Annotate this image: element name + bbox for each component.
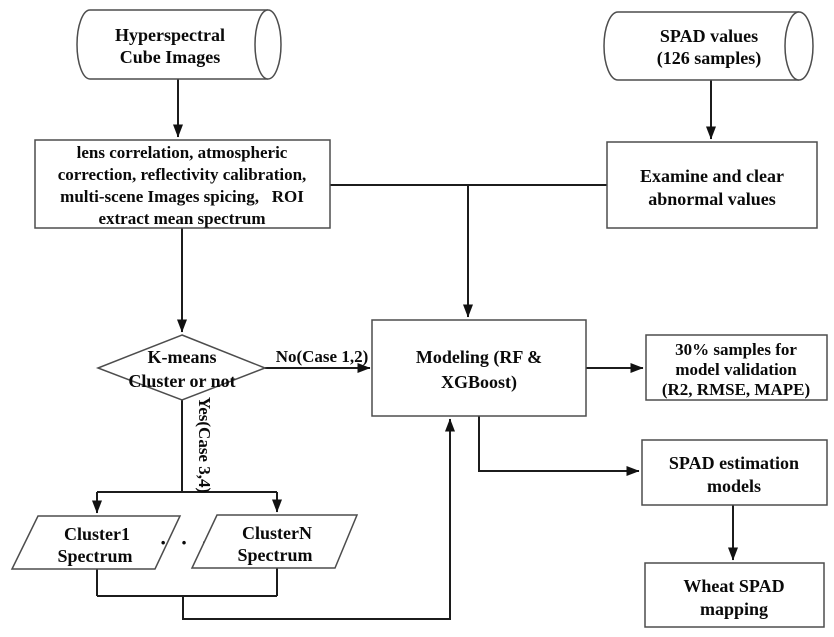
validation-line1: 30% samples for xyxy=(675,340,797,359)
clusterN-parallelogram xyxy=(190,514,359,569)
yes-branch-label: Yes(Case 3,4) xyxy=(195,397,214,493)
modeling-line1: Modeling (RF & xyxy=(416,347,542,368)
node-modeling: Modeling (RF & XGBoost) xyxy=(371,319,587,417)
cluster1-line2: Spectrum xyxy=(58,546,133,566)
validation-box xyxy=(645,334,828,401)
clusterN-line1: ClusterN xyxy=(242,523,312,543)
wheat-mapping-box xyxy=(644,562,825,628)
spad-cylinder-body xyxy=(603,11,799,81)
modeling-box xyxy=(371,319,587,417)
node-spad-values: SPAD values (126 samples) xyxy=(603,11,814,81)
estimation-line2: models xyxy=(707,476,761,496)
kmeans-line1: K-means xyxy=(148,347,217,367)
kmeans-diamond xyxy=(95,334,268,401)
preprocessing-box xyxy=(34,139,331,229)
spad-label-line1: SPAD values xyxy=(660,26,758,46)
edge-modeling-to-estimation xyxy=(478,416,640,476)
node-cluster1: Cluster1 Spectrum xyxy=(10,515,182,570)
preprocessing-line3: multi-scene Images spicing, ROI xyxy=(60,187,304,206)
spad-cylinder-cap xyxy=(784,11,814,81)
examine-line2: abnormal values xyxy=(648,189,776,209)
wheat-mapping-line1: Wheat SPAD xyxy=(683,576,784,596)
hyperspectral-label-line2: Cube Images xyxy=(120,47,221,67)
node-clusterN: ClusterN Spectrum xyxy=(190,514,359,569)
preprocessing-line2: correction, reflectivity calibration, xyxy=(58,165,307,184)
preprocessing-line1: lens correlation, atmospheric xyxy=(77,143,288,162)
no-branch-label: No(Case 1,2) xyxy=(276,347,369,366)
node-hyperspectral-cube: Hyperspectral Cube Images xyxy=(76,9,282,80)
node-preprocessing: lens correlation, atmospheric correction… xyxy=(34,139,331,229)
hyperspectral-cylinder-cap xyxy=(254,9,282,80)
validation-line2: model validation xyxy=(675,360,797,379)
cluster1-parallelogram xyxy=(10,515,182,570)
node-wheat-mapping: Wheat SPAD mapping xyxy=(644,562,825,628)
cluster1-line1: Cluster1 xyxy=(64,524,130,544)
hyperspectral-cylinder-body xyxy=(76,9,268,80)
hyperspectral-label-line1: Hyperspectral xyxy=(115,25,225,45)
node-examine: Examine and clear abnormal values xyxy=(606,141,818,229)
estimation-box xyxy=(641,439,828,506)
node-validation: 30% samples for model validation (R2, RM… xyxy=(645,334,828,401)
validation-line3: (R2, RMSE, MAPE) xyxy=(662,380,810,399)
clusterN-line2: Spectrum xyxy=(238,545,313,565)
kmeans-line2: Cluster or not xyxy=(128,371,235,391)
node-kmeans-decision: K-means Cluster or not xyxy=(95,334,268,401)
spad-label-line2: (126 samples) xyxy=(657,48,762,69)
node-estimation-models: SPAD estimation models xyxy=(641,439,828,506)
preprocessing-line4: extract mean spectrum xyxy=(98,209,265,228)
examine-box xyxy=(606,141,818,229)
edges xyxy=(92,79,738,620)
edge-clusters-to-modeling xyxy=(182,418,455,620)
examine-line1: Examine and clear xyxy=(640,166,784,186)
estimation-line1: SPAD estimation xyxy=(669,453,799,473)
modeling-line2: XGBoost) xyxy=(441,372,517,393)
wheat-mapping-line2: mapping xyxy=(700,599,768,619)
